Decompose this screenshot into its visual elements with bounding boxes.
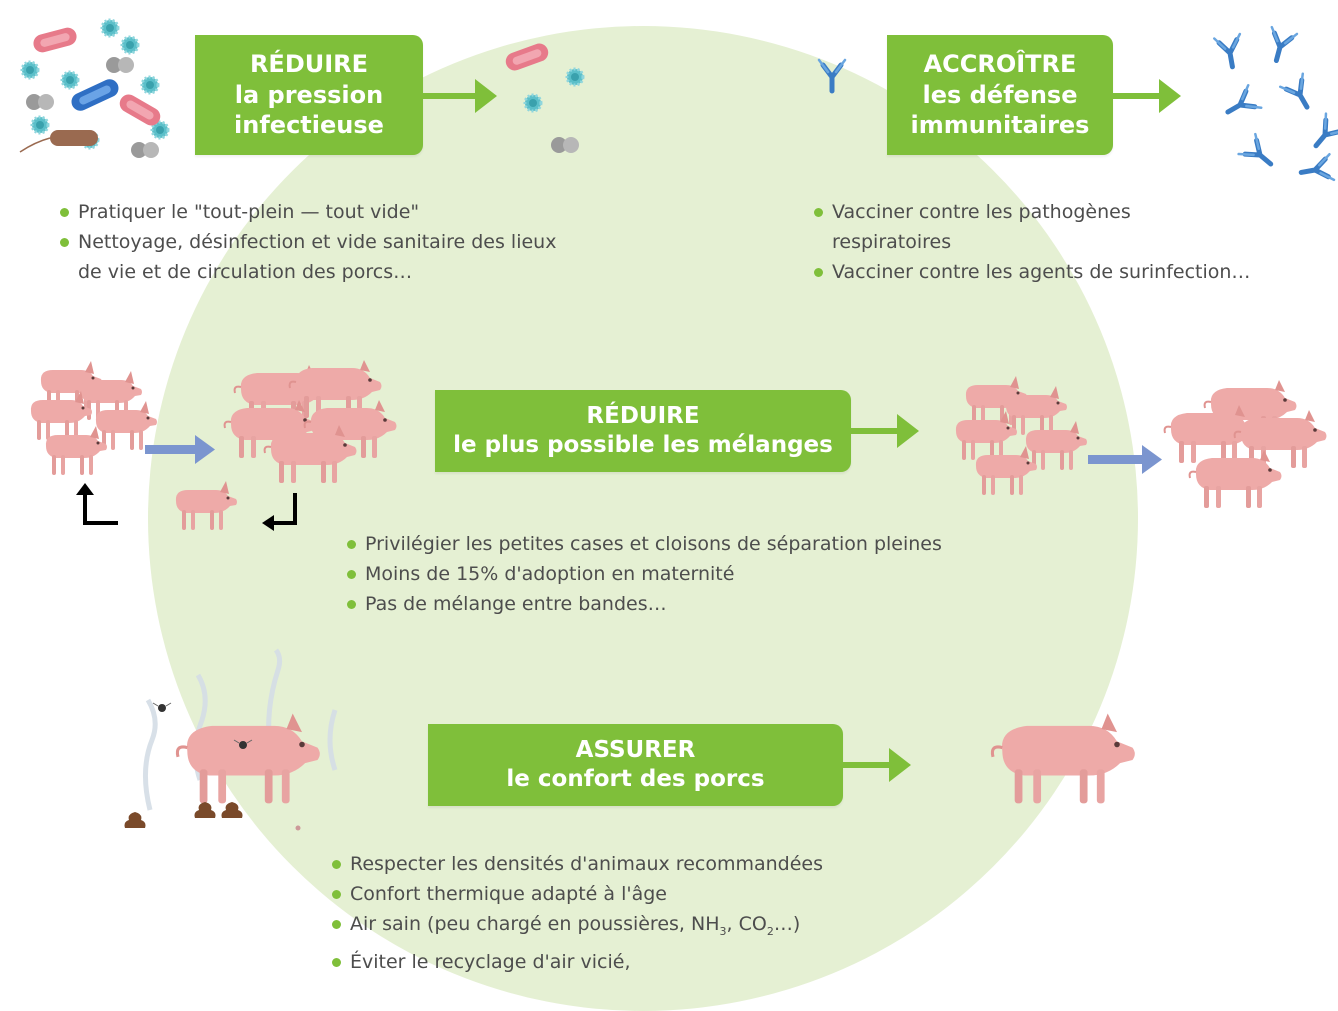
reduce-mixing-line2: le plus possible les mélanges	[453, 432, 833, 458]
mixing-measures-list: Privilégier les petites cases et cloison…	[345, 529, 1065, 619]
infection-measures-list: Pratiquer le "tout-plein — tout vide" Ne…	[58, 197, 578, 287]
separated-pigs-illustration	[955, 376, 1328, 509]
reduce-infection-arrow	[423, 79, 497, 113]
list-item: Air sain (peu chargé en poussières, NH3,…	[330, 909, 970, 947]
increase-immunity-arrow	[1113, 79, 1181, 113]
reduce-mixing-arrow	[851, 414, 919, 448]
increase-immunity-line3: immunitaires	[910, 111, 1090, 140]
reduce-infection-line3: infectieuse	[234, 111, 384, 140]
mixing-pigs-illustration	[30, 359, 398, 531]
single-antibody-illustration	[812, 55, 852, 100]
list-item: Nettoyage, désinfection et vide sanitair…	[58, 227, 578, 287]
ensure-comfort-box: ASSURER le confort des porcs	[428, 724, 843, 806]
air-text-prefix: Air sain (peu chargé en poussières, NH	[350, 913, 720, 935]
ensure-comfort-title: ASSURER	[575, 736, 696, 763]
list-item: Pratiquer le "tout-plein — tout vide"	[58, 197, 578, 227]
air-text-suffix: …)	[773, 913, 801, 935]
reduce-infection-line2: la pression	[234, 80, 384, 109]
reduce-mixing-title: RÉDUIRE	[586, 402, 700, 429]
uncomfortable-pig-illustration	[124, 648, 338, 831]
reduced-pathogens-illustration	[503, 41, 585, 153]
list-item: Confort thermique adapté à l'âge	[330, 879, 970, 909]
list-item: Privilégier les petites cases et cloison…	[345, 529, 1065, 559]
background-circle	[148, 26, 1138, 1011]
reduce-infection-title: RÉDUIRE	[249, 49, 369, 78]
ensure-comfort-line2: le confort des porcs	[506, 766, 765, 792]
reduce-mixing-box: RÉDUIRE le plus possible les mélanges	[435, 390, 851, 472]
co2-subscript: 2	[766, 924, 774, 938]
list-item: Vacciner contre les agents de surinfecti…	[812, 257, 1312, 287]
immunity-measures-list: Vacciner contre les pathogènes respirato…	[812, 197, 1312, 287]
nh3-subscript: 3	[719, 924, 727, 938]
pathogens-cluster-illustration	[19, 18, 170, 158]
list-item: Respecter les densités d'animaux recomma…	[330, 849, 970, 879]
comfortable-pig-illustration	[990, 711, 1137, 805]
list-item: Éviter le recyclage d'air vicié,	[330, 947, 970, 977]
ensure-comfort-arrow	[843, 748, 911, 782]
list-item: Vacciner contre les pathogènes respirato…	[812, 197, 1192, 257]
increase-immunity-line2: les défense	[922, 80, 1078, 109]
list-item: Moins de 15% d'adoption en maternité	[345, 559, 1065, 589]
comfort-measures-list: Respecter les densités d'animaux recomma…	[330, 849, 970, 977]
air-text-mid: , CO	[726, 913, 767, 935]
increase-immunity-box: ACCROÎTRE les défense immunitaires	[887, 35, 1113, 155]
reduce-infection-box: RÉDUIRE la pression infectieuse	[195, 35, 423, 155]
many-antibodies-illustration	[1205, 25, 1338, 185]
increase-immunity-title: ACCROÎTRE	[923, 49, 1077, 78]
list-item: Pas de mélange entre bandes…	[345, 589, 1065, 619]
